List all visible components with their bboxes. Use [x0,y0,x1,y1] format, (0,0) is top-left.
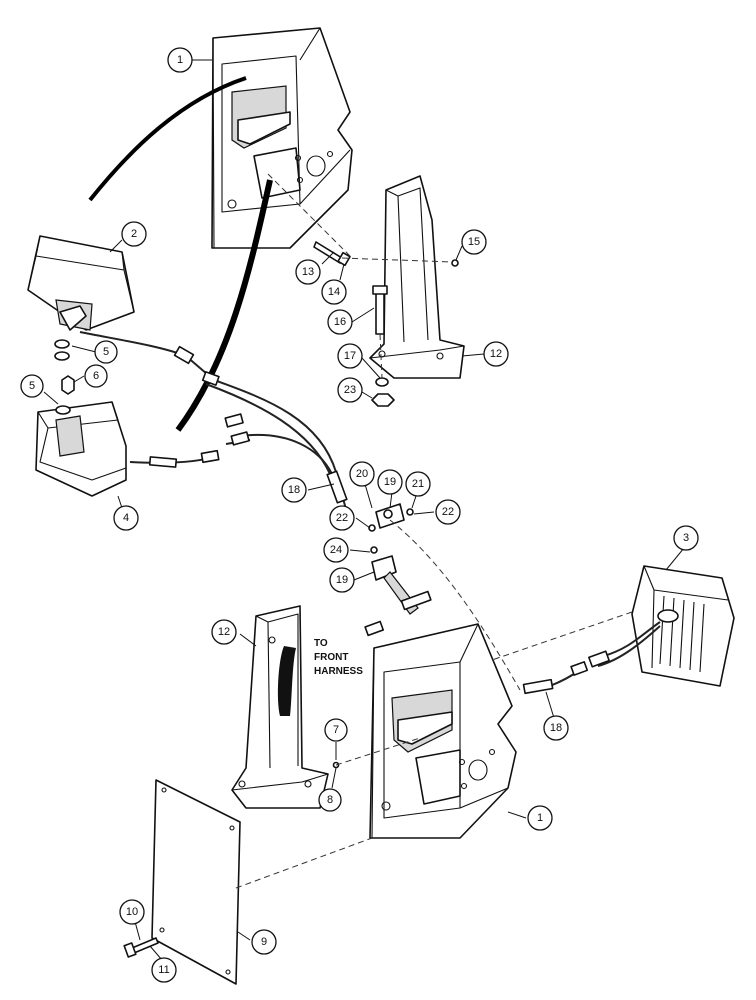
callout-17: 17 [337,343,363,369]
callout-label: 18 [288,484,300,496]
callout-12-upper: 12 [483,341,509,367]
nut-17-23 [371,377,395,407]
lower-bracket [231,605,329,809]
callout-label: 12 [218,626,230,638]
cover-plate [151,779,241,985]
callout-label: 14 [328,286,340,298]
callout-label: 12 [490,348,502,360]
callout-label: 11 [158,964,169,976]
callout-label: 9 [261,936,267,948]
callout-label: 19 [336,574,348,586]
work-lamp-lower [35,375,127,497]
callout-label: 19 [384,476,396,488]
callout-22-left: 22 [329,505,355,531]
callout-label: 7 [333,724,339,736]
leader-lines [43,59,685,961]
callout-3: 3 [673,525,699,551]
note-line-2: FRONT [314,652,348,663]
work-lamp-upper [27,235,135,361]
callout-label: 6 [93,370,99,382]
tail-light [631,565,735,687]
front-harness-plug [364,590,432,637]
callout-label: 10 [126,906,138,918]
callout-label: 18 [550,722,562,734]
callout-7: 7 [324,718,348,742]
connector-group-upper [148,345,348,504]
callout-23: 23 [337,377,363,403]
connector-group-right [522,650,610,695]
callout-1-lower: 1 [527,805,553,831]
callout-label: 3 [683,532,689,544]
callout-label: 22 [336,512,348,524]
callout-label: 15 [468,236,480,248]
callout-13: 13 [295,259,321,285]
upper-housing [211,27,353,249]
callout-label: 22 [442,506,454,518]
callout-label: 1 [537,812,543,824]
callout-2: 2 [121,221,147,247]
note-line-1: TO [314,638,328,649]
callout-20: 20 [349,461,375,487]
callout-4: 4 [113,505,139,531]
callout-label: 5 [29,380,35,392]
callout-label: 1 [177,54,183,66]
callout-label: 13 [302,266,314,278]
callout-22-right: 22 [435,499,461,525]
callout-label: 4 [123,512,129,524]
callout-12-lower: 12 [211,619,237,645]
callout-label: 21 [412,478,424,490]
callout-18-lower: 18 [543,715,569,741]
screw-10 [123,937,159,958]
callout-16: 16 [327,309,353,335]
callout-5-lower: 5 [20,374,44,398]
callout-19-lower: 19 [329,567,355,593]
callout-8: 8 [318,788,342,812]
callout-label: 16 [334,316,346,328]
callout-label: 20 [356,468,368,480]
bolt-13 [313,241,351,267]
callout-label: 8 [327,794,333,806]
callout-label: 5 [103,346,109,358]
callout-18-upper: 18 [281,477,307,503]
lower-housing [369,623,517,839]
callout-11: 11 [151,957,177,983]
callout-5-upper: 5 [94,340,118,364]
callout-9: 9 [251,929,277,955]
callout-15: 15 [461,229,487,255]
callout-10: 10 [119,899,145,925]
callout-label: 17 [344,350,356,362]
callout-19-upper: 19 [377,469,403,495]
callout-label: 2 [131,228,137,240]
note-line-3: HARNESS [314,666,363,677]
callout-21: 21 [405,471,431,497]
callout-1-upper: 1 [167,47,193,73]
callout-label: 24 [330,544,342,556]
callout-6: 6 [84,364,108,388]
washer-15 [451,259,459,267]
clip-upper [368,503,414,532]
callout-24: 24 [323,537,349,563]
upper-bracket [369,175,465,379]
callout-label: 23 [344,384,356,396]
callout-14: 14 [321,279,347,305]
